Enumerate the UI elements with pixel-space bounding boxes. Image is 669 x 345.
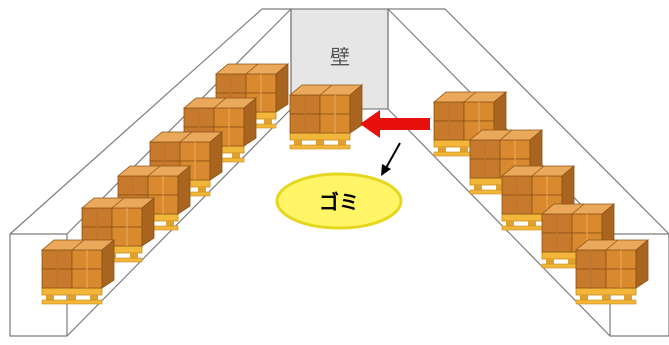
right-pallet-stacks bbox=[433, 91, 649, 305]
pointer-arrow-icon bbox=[381, 142, 401, 176]
trash-label: ゴミ bbox=[319, 190, 359, 214]
wall-label: 壁 bbox=[330, 45, 350, 69]
pallet-box bbox=[41, 239, 115, 305]
red-arrow-icon bbox=[360, 110, 430, 138]
misplaced-pallet-box bbox=[289, 84, 363, 150]
pallet-box bbox=[575, 239, 649, 305]
trash-ellipse bbox=[275, 172, 403, 230]
left-pallet-stacks bbox=[41, 63, 289, 305]
